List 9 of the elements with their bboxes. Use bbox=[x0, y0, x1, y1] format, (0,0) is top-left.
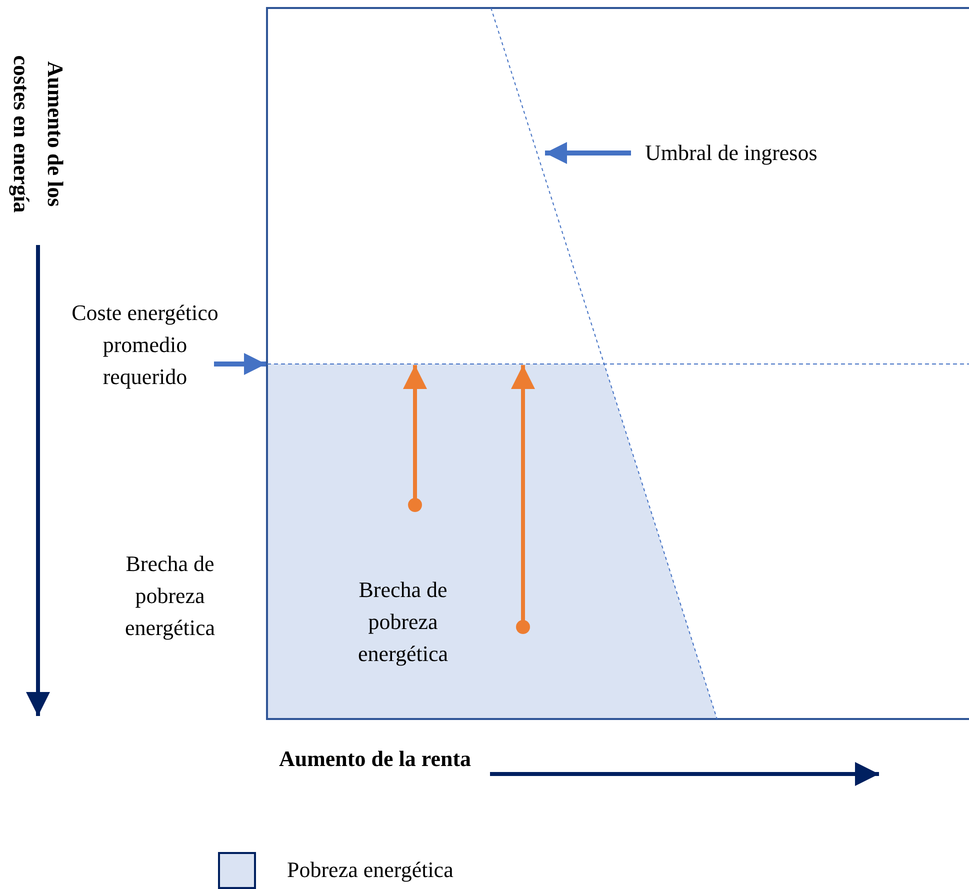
annotation-text: Coste energético promedio requerido bbox=[70, 297, 220, 393]
gap-label: Brecha de pobreza energética bbox=[357, 576, 449, 668]
annotation-text: Umbral de ingresos bbox=[645, 137, 885, 169]
axis-title: Aumento de los costes en energía bbox=[8, 54, 69, 215]
legend-text: Pobreza energética bbox=[287, 856, 454, 884]
arrow bbox=[545, 142, 631, 164]
axis-title: Aumento de la renta bbox=[278, 745, 472, 773]
arrow bbox=[214, 353, 266, 375]
gap-label: Brecha de pobreza energética bbox=[124, 550, 216, 642]
